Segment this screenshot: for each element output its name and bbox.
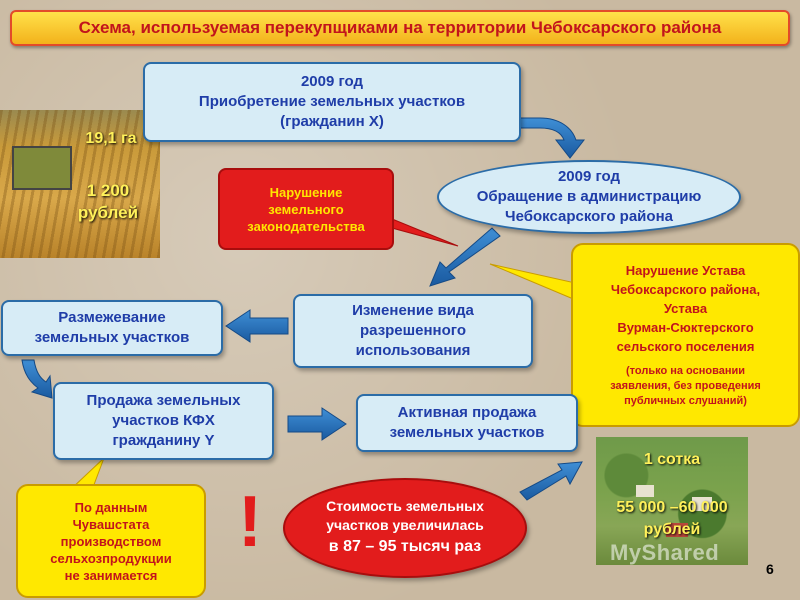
arrow-survey-to-sale [21,359,53,399]
arrow-sale-to-active [287,407,347,441]
box-survey: Размежевание земельных участков [1,300,223,356]
callout-chuvashstat: По данным Чувашстата производством сельх… [16,484,206,598]
field-area: 19,1 га [85,130,137,147]
village-unit: 1 сотка [643,451,701,468]
slide-title: Схема, используемая перекупщиками на тер… [10,10,790,46]
house-shape [666,523,688,537]
village-photo: 1 сотка 55 000 –60 000 рублей [596,437,748,565]
box-change-use: Изменение вида разрешенного использовани… [293,294,533,368]
oval-cost-increase: Стоимость земельных участков увеличилась… [283,478,527,578]
field-photo: 19,1 га 1 200 рублей [0,110,160,258]
arrow-cost-to-village [519,461,583,501]
arrow-acquire-to-appeal [519,117,586,159]
box-sale-kfh: Продажа земельных участков КФХ гражданин… [53,382,274,460]
house-shape [636,485,654,497]
village-price: 55 000 –60 000 рублей [616,499,728,538]
field-price: 1 200 рублей [77,181,139,222]
page-number: 6 [766,561,774,577]
exclamation-mark: ! [238,482,262,562]
box-active-sale: Активная продажа земельных участков [356,394,578,452]
ellipse-appeal: 2009 год Обращение в администрацию Чебок… [437,160,741,234]
harvester-shape [12,146,72,190]
house-shape [692,497,712,511]
arrow-change-to-survey [225,309,289,343]
arrow-appeal-to-change [429,227,501,287]
callout-violation-law: Нарушение земельного законодательства [218,168,394,250]
box-acquisition: 2009 год Приобретение земельных участков… [143,62,521,142]
watermark: MyShared [610,540,720,565]
callout-violation-charter: Нарушение Устава Чебоксарского района, У… [571,243,800,427]
